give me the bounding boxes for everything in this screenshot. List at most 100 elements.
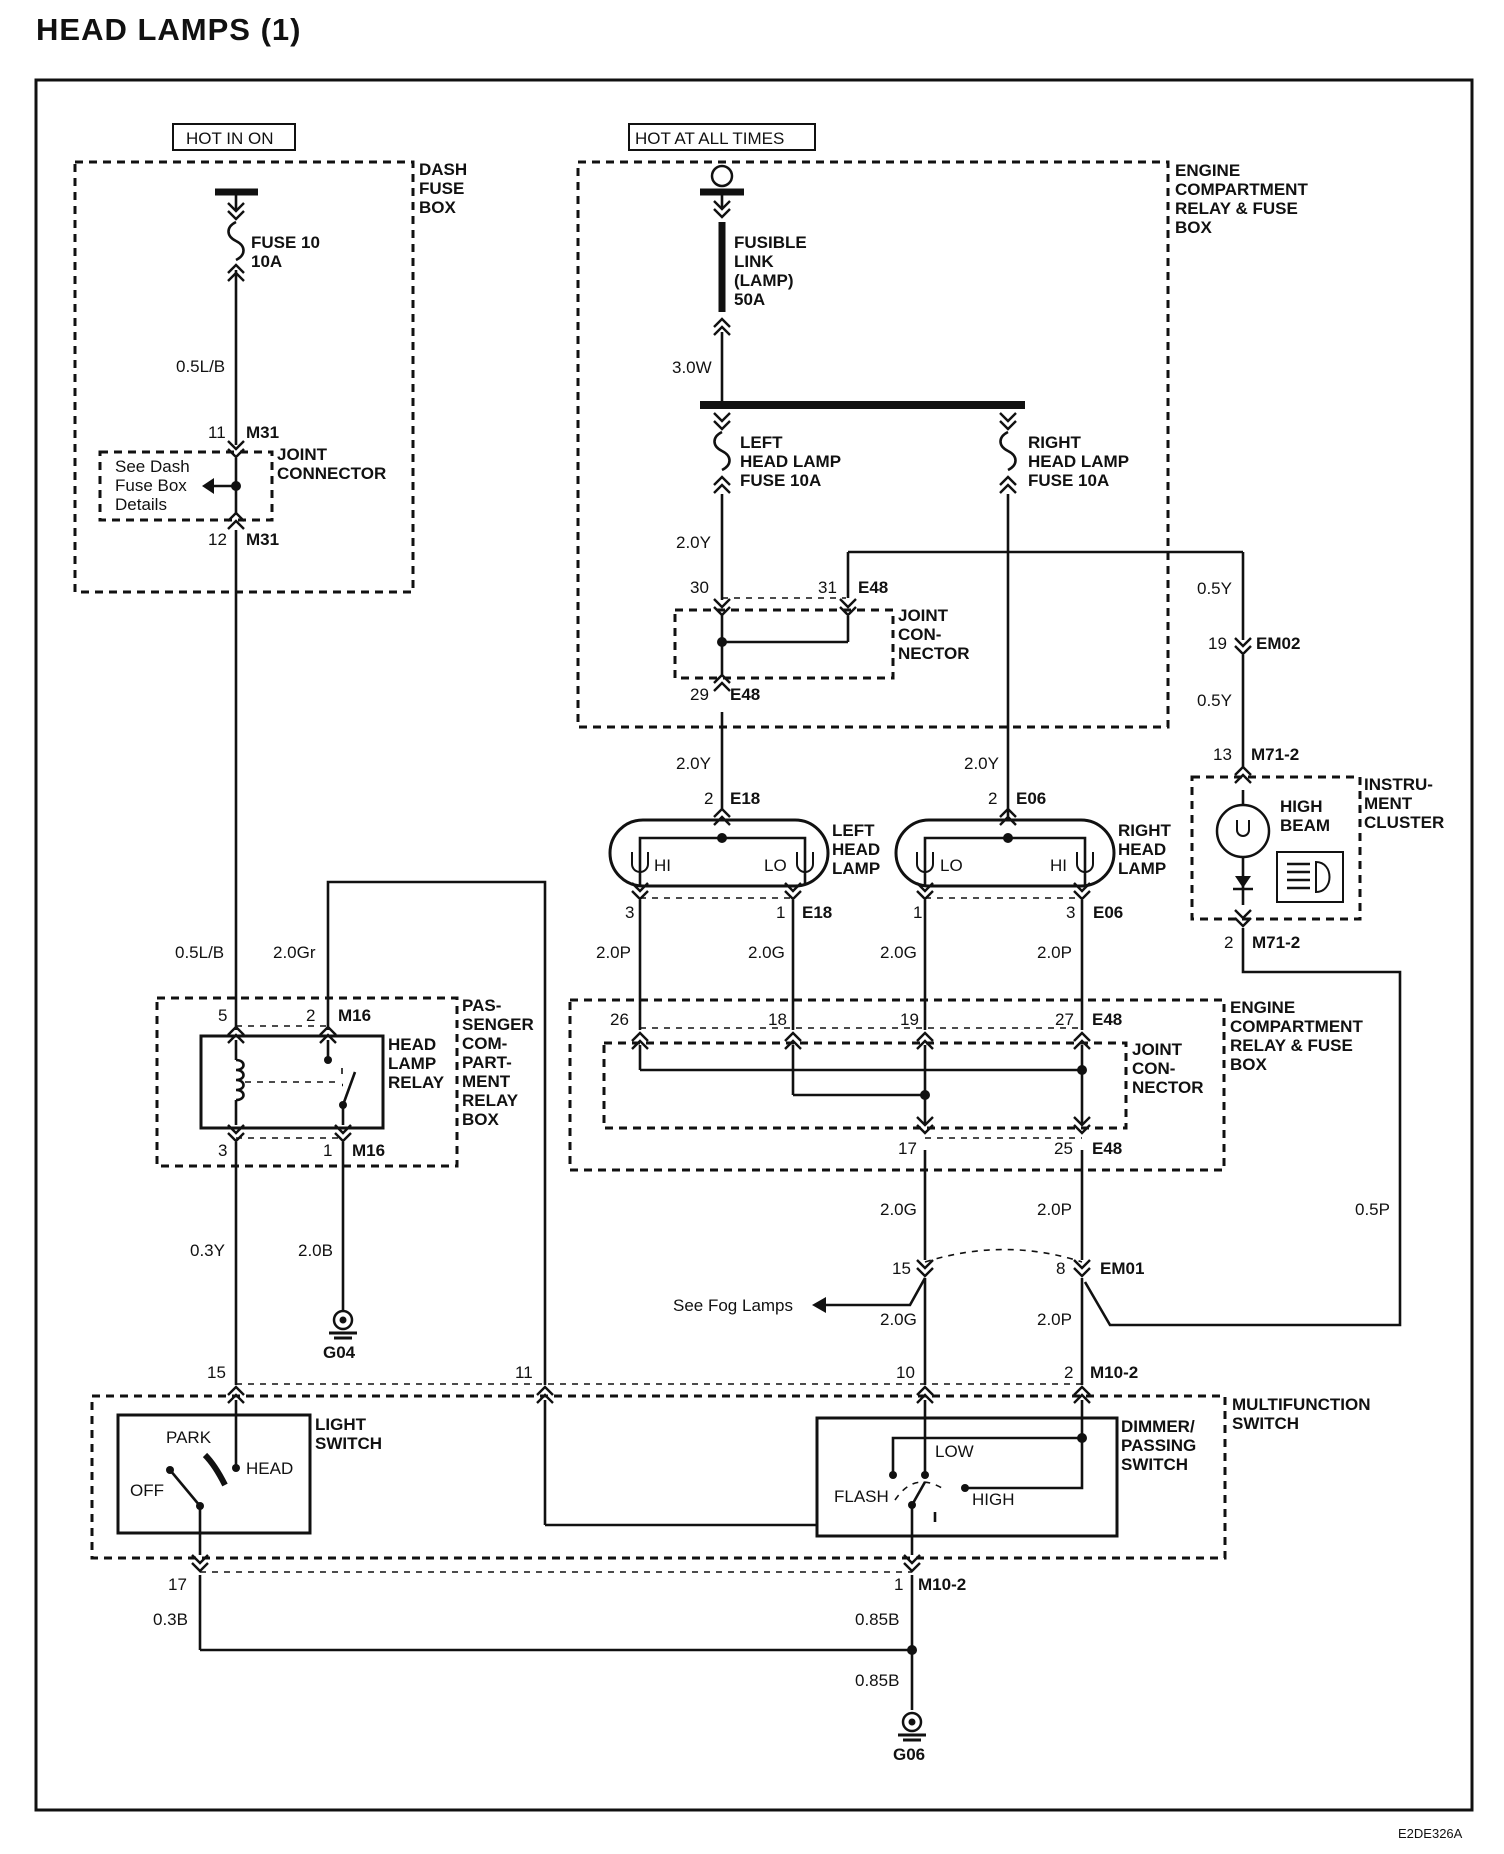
light-switch-label-2: SWITCH — [315, 1434, 382, 1453]
hi-label: HI — [654, 856, 671, 875]
fuse-10-label: FUSE 10 — [251, 233, 320, 252]
hot-at-all-times-label: HOT AT ALL TIMES — [635, 129, 784, 148]
relay-box-label-6: RELAY — [462, 1091, 519, 1110]
head-lamp-relay-label: HEAD — [388, 1035, 436, 1054]
connector-label: E48 — [858, 578, 888, 597]
high-beam-label: HIGH — [1280, 797, 1323, 816]
pin-label: 12 — [208, 530, 227, 549]
ground-g04: G04 — [323, 1309, 359, 1362]
joint-connector-box — [673, 608, 895, 680]
dimmer-switch-label-2: PASSING — [1121, 1436, 1196, 1455]
dimmer-switch-contact — [910, 1481, 927, 1506]
connector-label: E48 — [1092, 1139, 1122, 1158]
joint-connector-label-3: NECTOR — [898, 644, 969, 663]
dash-fuse-box: HOT IN ON DASH FUSE BOX FUSE 10 10A 0.5L… — [73, 123, 467, 594]
joint-connector-label: JOINT — [277, 445, 328, 464]
passenger-relay-box: PAS- SENGER COM- PART- MENT RELAY BOX 5 … — [155, 996, 534, 1168]
cluster-label: INSTRU- — [1364, 775, 1433, 794]
engine-box-label-4: BOX — [1175, 218, 1213, 237]
wire-label: 2.0Y — [676, 754, 711, 773]
dimmer-switch-label-3: SWITCH — [1121, 1455, 1188, 1474]
lo-label: LO — [764, 856, 787, 875]
connector-label: M10-2 — [918, 1575, 966, 1594]
fusible-link-label-4: 50A — [734, 290, 765, 309]
connector-label: E18 — [730, 789, 760, 808]
dash-fuse-box-label-2: FUSE — [419, 179, 464, 198]
engine-compartment-mid: ENGINE COMPARTMENT RELAY & FUSE BOX 26 1… — [568, 998, 1363, 1172]
right-fuse-label-3: FUSE 10A — [1028, 471, 1109, 490]
head-lamp-relay-label-2: LAMP — [388, 1054, 436, 1073]
light-switch — [116, 1413, 312, 1535]
right-fuse-label: RIGHT — [1028, 433, 1082, 452]
dimmer-passing-switch — [815, 1416, 1119, 1538]
instrument-cluster: 0.5Y 19 EM02 0.5Y 13 M71-2 INSTRU- MENT … — [1083, 579, 1444, 1327]
ground-label: G04 — [323, 1343, 356, 1362]
pin-label: 19 — [1208, 634, 1227, 653]
wire-label: 0.3B — [153, 1610, 188, 1629]
wire-label: 2.0Gr — [273, 943, 316, 962]
joint-connector-label-3: NECTOR — [1132, 1078, 1203, 1097]
see-fog-lamps-note: See Fog Lamps — [673, 1296, 793, 1315]
lo-filament-icon — [796, 852, 814, 873]
ground-g06-section: 0.3B 0.85B 0.85B G06 — [153, 1575, 928, 1764]
left-fuse-label-2: HEAD LAMP — [740, 452, 841, 471]
right-head-lamp-label: RIGHT — [1118, 821, 1172, 840]
pin-label: 19 — [900, 1010, 919, 1029]
see-dash-fuse-box-note-2: Fuse Box — [115, 476, 187, 495]
engine-box-label-4: BOX — [1230, 1055, 1268, 1074]
engine-box-label-3: RELAY & FUSE — [1230, 1036, 1353, 1055]
hi-filament-icon — [1076, 852, 1094, 873]
left-head-lamp: 2.0Y 2 E18 LEFT HEAD LAMP HI LO 3 1 E18 — [608, 712, 880, 922]
left-fuse-label: LEFT — [740, 433, 783, 452]
high-beam-bulb-icon — [1215, 803, 1271, 859]
arrow-left-icon — [812, 1297, 826, 1313]
dash-fuse-box-label-3: BOX — [419, 198, 457, 217]
wire-label: 0.85B — [855, 1610, 899, 1629]
see-dash-fuse-box-note: See Dash — [115, 457, 190, 476]
joint-connector-label: JOINT — [1132, 1040, 1183, 1059]
wire-label: 2.0G — [748, 943, 785, 962]
connector-label: E48 — [1092, 1010, 1122, 1029]
joint-connector-label-2: CONNECTOR — [277, 464, 386, 483]
pin-label: 1 — [913, 903, 922, 922]
head-lamp-relay — [199, 1034, 385, 1130]
relay-box-label-2: SENGER — [462, 1015, 534, 1034]
off-label: OFF — [130, 1481, 164, 1500]
pin-label: 27 — [1055, 1010, 1074, 1029]
pin-label: 5 — [218, 1006, 227, 1025]
pin-label: 15 — [207, 1363, 226, 1382]
fuse-10-rating: 10A — [251, 252, 282, 271]
pin-label: 17 — [898, 1139, 917, 1158]
connector-label: M71-2 — [1251, 745, 1299, 764]
see-dash-fuse-box-note-3: Details — [115, 495, 167, 514]
pin-label: 10 — [896, 1363, 915, 1382]
wire-label: 2.0Y — [964, 754, 999, 773]
left-head-lamp-label-2: HEAD — [832, 840, 880, 859]
pin-label: 30 — [690, 578, 709, 597]
left-lamp-housing — [608, 818, 830, 888]
pin-label: 1 — [894, 1575, 903, 1594]
multifunction-switch-label: MULTIFUNCTION — [1232, 1395, 1371, 1414]
relay-switch-contact — [341, 1071, 357, 1106]
head-label: HEAD — [246, 1459, 293, 1478]
lo-filament-icon — [916, 852, 934, 873]
fuse-icon — [713, 430, 731, 472]
pin-label: 2 — [1224, 933, 1233, 952]
relay-box-label-3: COM- — [462, 1034, 507, 1053]
arrow-left-icon — [202, 478, 214, 494]
right-head-lamp-label-2: HEAD — [1118, 840, 1166, 859]
relay-box-label-7: BOX — [462, 1110, 500, 1129]
left-head-lamp-label-3: LAMP — [832, 859, 880, 878]
connector-label: M16 — [352, 1141, 385, 1160]
pin-label: 25 — [1054, 1139, 1073, 1158]
fuse-icon — [999, 430, 1017, 472]
cluster-label-2: MENT — [1364, 794, 1413, 813]
joint-connector-label-2: CON- — [1132, 1059, 1175, 1078]
engine-box-label-2: COMPARTMENT — [1175, 180, 1308, 199]
pin-label: 2 — [1064, 1363, 1073, 1382]
high-beam-label-2: BEAM — [1280, 816, 1330, 835]
battery-icon — [710, 164, 734, 188]
wire-label: 2.0G — [880, 1200, 917, 1219]
connector-label: EM01 — [1100, 1259, 1144, 1278]
relay-coil-icon — [235, 1058, 245, 1102]
